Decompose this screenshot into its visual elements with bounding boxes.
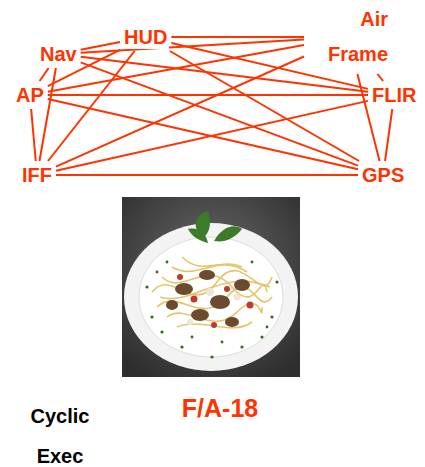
interconnect-line [40, 68, 49, 81]
subsystem-name: GPS [362, 163, 404, 187]
interconnect-line [48, 99, 358, 169]
subsystem-name: IFF [22, 163, 52, 187]
subsystem-name: Nav [40, 42, 77, 66]
interconnect-line [31, 109, 36, 161]
aircraft-caption: F/A-18 [150, 393, 290, 423]
subsystem-name: HUD [124, 25, 167, 49]
interconnect-line [81, 42, 120, 50]
subsystem-name: Air Frame [308, 2, 388, 72]
subsystem-label: HUD [122, 25, 169, 49]
subsystem-label: AP [14, 83, 46, 107]
interconnect-line [56, 57, 304, 167]
interconnect-line [48, 51, 135, 161]
interconnect-line [48, 94, 368, 96]
spaghetti-photo [122, 197, 300, 377]
subsystem-name: FLIR [372, 83, 416, 107]
interconnect-line [377, 74, 383, 81]
subsystem-name: AP [16, 83, 44, 107]
subsystem-label: Nav [38, 42, 79, 66]
interconnect-line [385, 109, 392, 161]
interconnect-line [81, 62, 358, 165]
subsystem-label: Air Frame [306, 2, 390, 72]
side-note: Cyclic Exec [14, 396, 106, 467]
subsystem-label: GPS [360, 163, 406, 187]
interconnect-line [39, 68, 55, 161]
interconnect-line [56, 101, 368, 171]
interconnect-line [171, 36, 304, 38]
interconnect-line [56, 174, 358, 176]
subsystem-label: FLIR [370, 83, 418, 107]
subsystem-label: IFF [20, 163, 54, 187]
